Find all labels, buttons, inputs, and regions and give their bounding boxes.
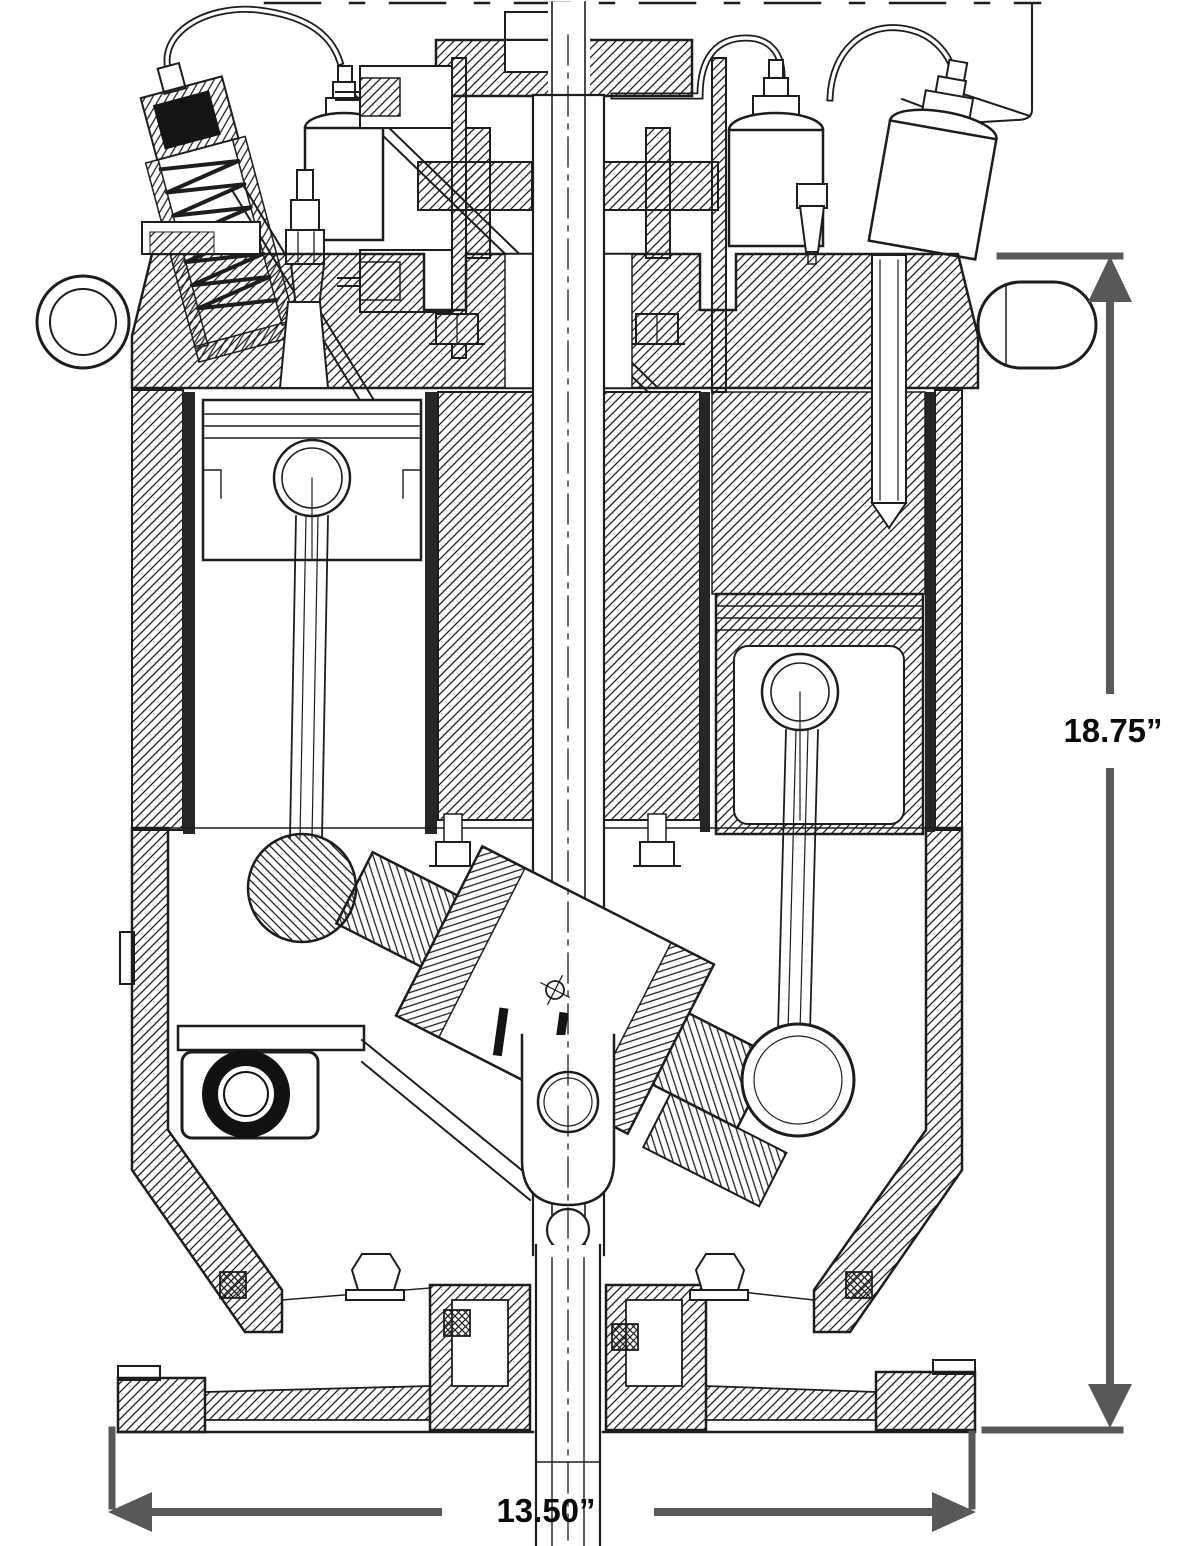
plug-bore [278,301,330,389]
seal-right [845,1271,873,1299]
width-dimension-label: 13.50” [496,1492,596,1529]
block-wall-left [131,389,184,831]
spark-plug-center [796,183,828,265]
seal-center-right [611,1323,639,1351]
block-center-left [437,391,534,821]
injector-right [867,58,998,261]
flange-bolt-left [345,1253,405,1301]
port-stub-upper [335,65,453,129]
liner-right-b [925,392,935,832]
height-dimension [981,252,1132,1434]
connecting-rod-right [777,729,819,1033]
bottom-flange [116,1253,977,1434]
spring-cap [152,90,221,150]
head-step-hatch [149,231,215,255]
rod-ball-right [740,1022,856,1138]
block-wall-right [934,389,963,831]
bearing-mount-plate [176,1024,366,1052]
liner-right-a [700,392,710,832]
arrow-up-icon [1088,256,1132,302]
width-dimension [108,1426,976,1532]
yoke-link [520,1033,616,1253]
connecting-rod-left [289,515,329,839]
block-center-right [603,391,701,821]
bearing-ball [223,1071,269,1117]
right-port-boss [976,280,1098,370]
wobble-plate [334,844,788,1208]
injector-left [303,65,385,242]
wobble-hub-hatch-left [395,845,527,1039]
liner-left-b [425,392,437,834]
left-port-boss [35,274,131,370]
fuel-line-center-arc [610,34,786,100]
head-stud-right [870,254,908,530]
foot-right [874,1370,977,1432]
cylinder-block [119,254,963,985]
rod-ball-right-inner [753,1035,843,1125]
crankcase-wall-right [812,826,964,1334]
seal-left [219,1271,247,1299]
wobble-plate-wedge [641,1092,788,1208]
output-shaft [534,1243,602,1546]
height-dimension-label: 18.75” [1063,712,1163,749]
arrow-left-icon [108,1492,152,1532]
rod-ball-left [246,832,358,944]
support-bearing [176,1024,542,1202]
arrow-down-icon [1088,1384,1132,1428]
crankcase-wall-left [130,826,284,1334]
foot-left [116,1376,207,1434]
liner-left-a [183,392,195,834]
block-bolts [429,813,681,867]
web-left [204,1385,431,1421]
arrow-right-icon [932,1492,976,1532]
flange-bolt-right [689,1253,749,1301]
fuel-line-left-arc [163,5,345,85]
seal-center-left [443,1309,471,1337]
port-flange-right [603,161,719,211]
piston-left [201,398,423,562]
background-outline [900,3,1033,125]
piston-right [714,592,925,836]
web-right [705,1385,877,1421]
crankcase-walls [130,826,964,1334]
port-flange-left [417,161,533,211]
bearing-race [202,1050,290,1138]
